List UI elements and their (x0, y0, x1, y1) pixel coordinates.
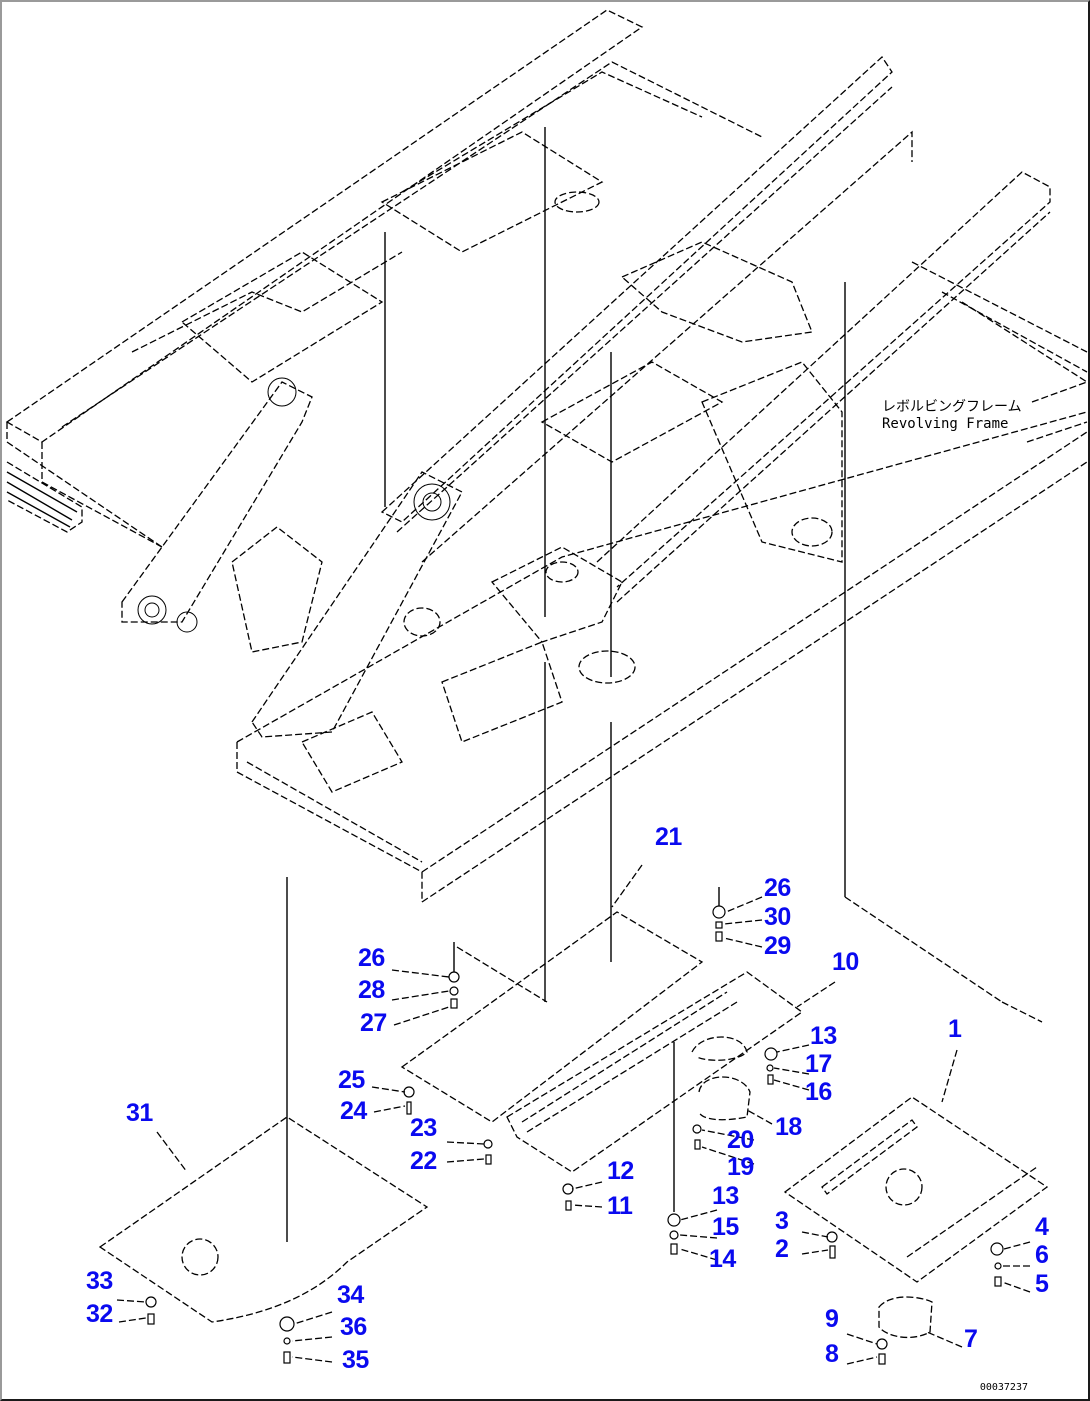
part-label-4[interactable]: 4 (1035, 1213, 1049, 1241)
cover-18 (698, 1076, 751, 1121)
part-label-31[interactable]: 31 (126, 1099, 153, 1127)
part-label-10[interactable]: 10 (832, 948, 859, 976)
part-label-7[interactable]: 7 (964, 1325, 978, 1353)
alignment-lines (286, 127, 1003, 1242)
part-label-6[interactable]: 6 (1035, 1241, 1049, 1269)
plate-1 (783, 1096, 1049, 1283)
part-label-1[interactable]: 1 (948, 1015, 962, 1043)
part-label-22[interactable]: 22 (410, 1147, 437, 1175)
part-label-9[interactable]: 9 (825, 1305, 839, 1333)
part-label-23[interactable]: 23 (410, 1114, 437, 1142)
plate-31 (98, 1116, 429, 1323)
part-label-27[interactable]: 27 (360, 1009, 387, 1037)
part-label-5[interactable]: 5 (1035, 1270, 1049, 1298)
part-label-16[interactable]: 16 (805, 1078, 832, 1106)
part-label-30[interactable]: 30 (764, 903, 791, 931)
cover-7 (878, 1296, 933, 1339)
part-label-35[interactable]: 35 (342, 1346, 369, 1374)
plate-21 (400, 911, 704, 1123)
part-label-36[interactable]: 36 (340, 1313, 367, 1341)
frame-title-jp: レボルビングフレーム (882, 399, 1022, 415)
part-label-29[interactable]: 29 (764, 932, 791, 960)
part-label-34[interactable]: 34 (337, 1281, 364, 1309)
part-label-24[interactable]: 24 (340, 1097, 367, 1125)
part-label-26-left[interactable]: 26 (358, 944, 385, 972)
part-label-8[interactable]: 8 (825, 1340, 839, 1368)
part-label-11[interactable]: 11 (607, 1192, 633, 1220)
part-label-25[interactable]: 25 (338, 1066, 365, 1094)
part-label-32[interactable]: 32 (86, 1300, 113, 1328)
part-label-15[interactable]: 15 (712, 1213, 739, 1241)
part-label-19[interactable]: 19 (727, 1153, 754, 1181)
part-label-26-right[interactable]: 26 (764, 874, 791, 902)
part-label-18[interactable]: 18 (775, 1113, 802, 1141)
leader-lines (116, 381, 1088, 1365)
part-label-33[interactable]: 33 (86, 1267, 113, 1295)
plate-10 (506, 971, 804, 1173)
revolving-frame (5, 9, 1088, 903)
part-label-2[interactable]: 2 (775, 1235, 789, 1263)
frame-title-en: Revolving Frame (882, 416, 1009, 432)
fasteners (145, 905, 1004, 1365)
part-label-17[interactable]: 17 (805, 1050, 832, 1078)
part-label-21[interactable]: 21 (655, 823, 682, 851)
part-label-14[interactable]: 14 (709, 1245, 736, 1273)
part-label-28[interactable]: 28 (358, 976, 385, 1004)
document-id: 00037237 (979, 1382, 1028, 1393)
part-label-13-upper[interactable]: 13 (810, 1022, 837, 1050)
part-label-20[interactable]: 20 (727, 1126, 754, 1154)
part-label-12[interactable]: 12 (607, 1157, 634, 1185)
part-label-3[interactable]: 3 (775, 1207, 789, 1235)
part-label-13-lower[interactable]: 13 (712, 1182, 739, 1210)
